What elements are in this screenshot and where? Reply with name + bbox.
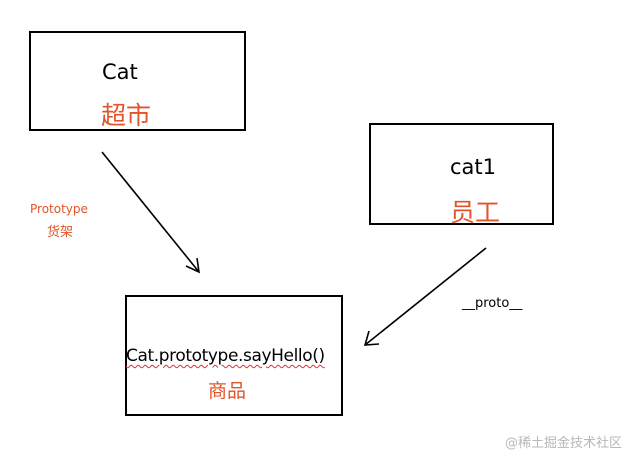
cat-subtitle: 超市 [101, 101, 152, 130]
watermark: @稀土掘金技术社区 [505, 436, 623, 451]
prototype-box [125, 295, 343, 416]
cat1-box [369, 123, 554, 225]
cat-title: Cat [102, 60, 138, 84]
cat1-subtitle: 员工 [450, 198, 501, 227]
prototype-subtitle: 商品 [208, 380, 247, 402]
prototype-label-cn: 货架 [47, 225, 74, 240]
arrow-cat1-to-prototype [363, 247, 487, 346]
cat1-title: cat1 [450, 155, 497, 179]
proto-label: __proto__ [462, 296, 523, 311]
cat-box [29, 31, 246, 131]
arrow-cat-to-prototype [101, 151, 200, 274]
prototype-label-en: Prototype [30, 202, 88, 216]
prototype-method: Cat.prototype.sayHello() [126, 346, 325, 366]
